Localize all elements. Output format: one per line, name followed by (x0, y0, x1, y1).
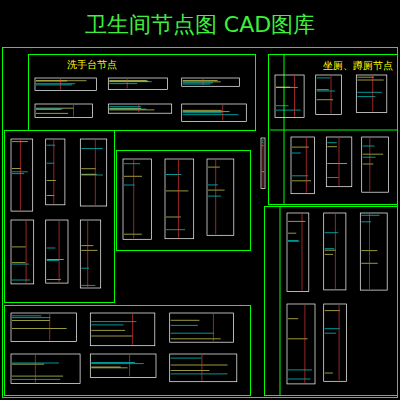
sheet-title: 卫生间节点图 CAD图库 (0, 10, 400, 40)
detail-panel: 洗手台节点 (29, 55, 255, 131)
panel-heading: 坐厕、蹲厕节点 (321, 59, 395, 73)
detail-figures (11, 75, 389, 384)
panel-frames (3, 48, 398, 398)
detail-panel: 坐厕、蹲厕节点 (269, 55, 397, 205)
panel-heading: 洗手台节点 (65, 58, 119, 72)
